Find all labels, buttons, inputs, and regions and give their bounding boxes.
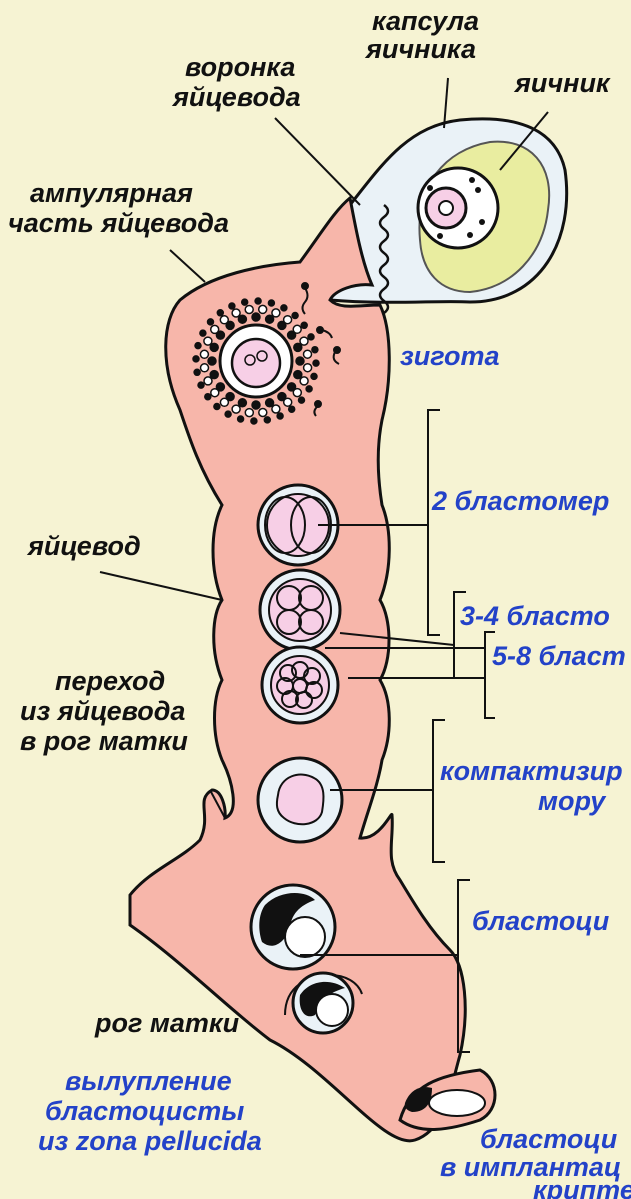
corona-cell <box>238 416 244 422</box>
corona-cell <box>238 315 246 323</box>
corona-cell <box>245 306 253 314</box>
corona-cell <box>200 350 208 358</box>
label-ampulla-line1: ампулярная <box>30 178 193 208</box>
stage-3-4-blastomeres: 3-4 бласто <box>460 601 610 631</box>
corona-cell <box>304 364 312 372</box>
corona-cell <box>220 316 228 324</box>
stage-morula-line2: мору <box>538 786 607 816</box>
corona-cell <box>232 309 240 317</box>
corona-cell <box>217 310 223 316</box>
corona-cell <box>259 409 267 417</box>
corona-cell <box>299 397 305 403</box>
corona-cell <box>200 330 206 336</box>
corona-cell <box>259 305 267 313</box>
corona-cell <box>301 322 307 328</box>
corona-cell <box>201 364 209 372</box>
stage-implant-line1: бластоци <box>480 1124 618 1154</box>
embryo-8-cell <box>262 647 338 723</box>
corona-cell <box>272 309 280 317</box>
corona-cell <box>284 316 292 324</box>
corona-cell <box>232 405 240 413</box>
corona-cell <box>211 389 219 397</box>
corona-cell <box>268 300 274 306</box>
compacted-morula <box>258 758 342 842</box>
corona-cell <box>194 369 200 375</box>
corona-cell <box>238 399 246 407</box>
corona-cell <box>281 305 287 311</box>
corona-cell <box>300 337 308 345</box>
corona-cell <box>204 337 212 345</box>
label-capsule-line2: яичника <box>364 34 476 64</box>
corona-cell <box>252 313 260 321</box>
embryo-4-cell <box>260 570 340 650</box>
corona-cell <box>313 360 319 366</box>
label-hatching-line3: из zona pellucida <box>38 1126 262 1156</box>
corona-cell <box>304 350 312 358</box>
corona-cell <box>245 409 253 417</box>
corona-cell <box>214 404 220 410</box>
corona-cell <box>277 413 283 419</box>
corona-cell <box>242 299 248 305</box>
corona-cell <box>198 382 204 388</box>
corona-cell <box>220 398 228 406</box>
stage-implant-line3: крипте <box>533 1175 631 1199</box>
label-oviduct: яйцевод <box>26 531 141 561</box>
stage-5-8-blastomeres: 5-8 бласт <box>492 641 626 671</box>
label-funnel-line2: яйцевода <box>171 82 301 112</box>
corona-cell <box>208 319 214 325</box>
corona-cell <box>204 377 212 385</box>
corona-cell <box>289 406 295 412</box>
corona-cell <box>272 405 280 413</box>
stage-zygote: зигота <box>400 341 500 371</box>
corona-cell <box>252 401 260 409</box>
corona-cell <box>306 386 312 392</box>
corona-cell <box>293 325 301 333</box>
corona-cell <box>229 303 235 309</box>
corona-cell <box>264 417 270 423</box>
stage-blastocyst: бластоци <box>472 906 610 936</box>
corona-cell <box>311 373 317 379</box>
zygote <box>220 325 292 397</box>
corona-cell <box>266 315 274 323</box>
corona-cell <box>193 356 199 362</box>
stage-2-blastomeres: 2 бластомер <box>431 486 609 516</box>
corona-cell <box>210 371 218 379</box>
corona-cell <box>292 313 298 319</box>
corona-cell <box>208 357 216 365</box>
corona-cell <box>284 398 292 406</box>
corona-cell <box>300 377 308 385</box>
label-ovary: яичник <box>513 68 611 98</box>
corona-cell <box>296 357 304 365</box>
corona-cell <box>255 298 261 304</box>
oocyte-nucleus <box>439 201 453 215</box>
corona-cell <box>205 394 211 400</box>
label-uterine-horn: рог матки <box>94 1008 240 1038</box>
stage-morula-line1: компактизир <box>440 756 623 786</box>
label-transition-line1: переход <box>55 666 165 696</box>
corona-cell <box>294 343 302 351</box>
label-transition-line2: из яйцевода <box>20 696 185 726</box>
corona-cell <box>210 343 218 351</box>
corona-cell <box>293 389 301 397</box>
corona-cell <box>312 347 318 353</box>
corona-cell <box>195 343 201 349</box>
corona-cell <box>225 411 231 417</box>
corona-cell <box>308 334 314 340</box>
label-ampulla-line2: часть яйцевода <box>8 208 229 238</box>
corona-cell <box>294 371 302 379</box>
label-hatching-line2: бластоцисты <box>45 1096 244 1126</box>
corona-cell <box>251 418 257 424</box>
blastocyst <box>251 885 335 969</box>
corona-cell <box>211 325 219 333</box>
label-capsule-line1: капсула <box>372 6 479 36</box>
label-transition-line3: в рог матки <box>20 726 188 756</box>
label-funnel-line1: воронка <box>185 52 295 82</box>
label-hatching-line1: вылупление <box>65 1066 232 1096</box>
corona-cell <box>266 399 274 407</box>
